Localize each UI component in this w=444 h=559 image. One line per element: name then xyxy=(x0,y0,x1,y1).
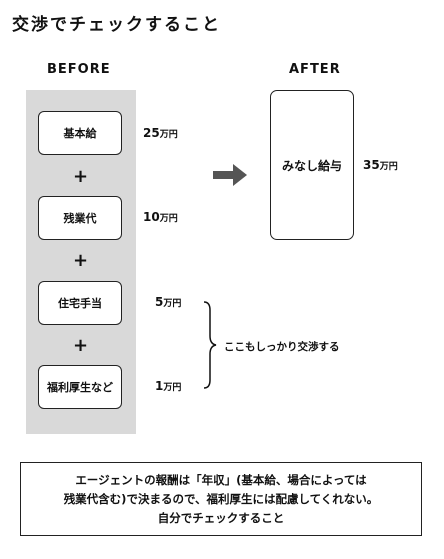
note-line: 自分でチェックすること xyxy=(157,510,285,525)
before-item-amount: 5万円 xyxy=(155,295,182,309)
before-item-label: 福利厚生など xyxy=(47,381,113,394)
brace-label: ここもしっかり交渉する xyxy=(224,341,340,353)
after-item-box: みなし給与 xyxy=(270,90,354,240)
before-item-amount: 25万円 xyxy=(143,126,178,140)
curly-brace-icon xyxy=(203,301,217,389)
plus-sign: + xyxy=(73,250,89,271)
before-item-box-overtime: 残業代 xyxy=(38,196,122,240)
before-item-amount: 10万円 xyxy=(143,210,178,224)
right-arrow-icon xyxy=(213,164,247,186)
page-title: 交渉でチェックすること xyxy=(12,15,221,35)
before-item-amount: 1万円 xyxy=(155,379,182,393)
before-item-box-basic-salary: 基本給 xyxy=(38,111,122,155)
plus-sign: + xyxy=(73,166,89,187)
after-item-amount: 35万円 xyxy=(363,158,398,172)
before-item-box-housing: 住宅手当 xyxy=(38,281,122,325)
before-item-label: 基本給 xyxy=(63,127,97,140)
after-item-label: みなし給与 xyxy=(281,158,342,173)
plus-sign: + xyxy=(73,335,89,356)
note-line: エージェントの報酬は「年収」(基本給、場合によっては xyxy=(75,472,367,487)
note-box: エージェントの報酬は「年収」(基本給、場合によっては 残業代含む)で決まるので、… xyxy=(20,462,422,536)
before-item-box-welfare: 福利厚生など xyxy=(38,365,122,409)
before-header: BEFORE xyxy=(47,62,111,77)
note-line: 残業代含む)で決まるので、福利厚生には配慮してくれない。 xyxy=(63,491,379,506)
before-item-label: 住宅手当 xyxy=(58,297,102,310)
after-header: AFTER xyxy=(289,62,341,77)
before-item-label: 残業代 xyxy=(63,212,97,225)
